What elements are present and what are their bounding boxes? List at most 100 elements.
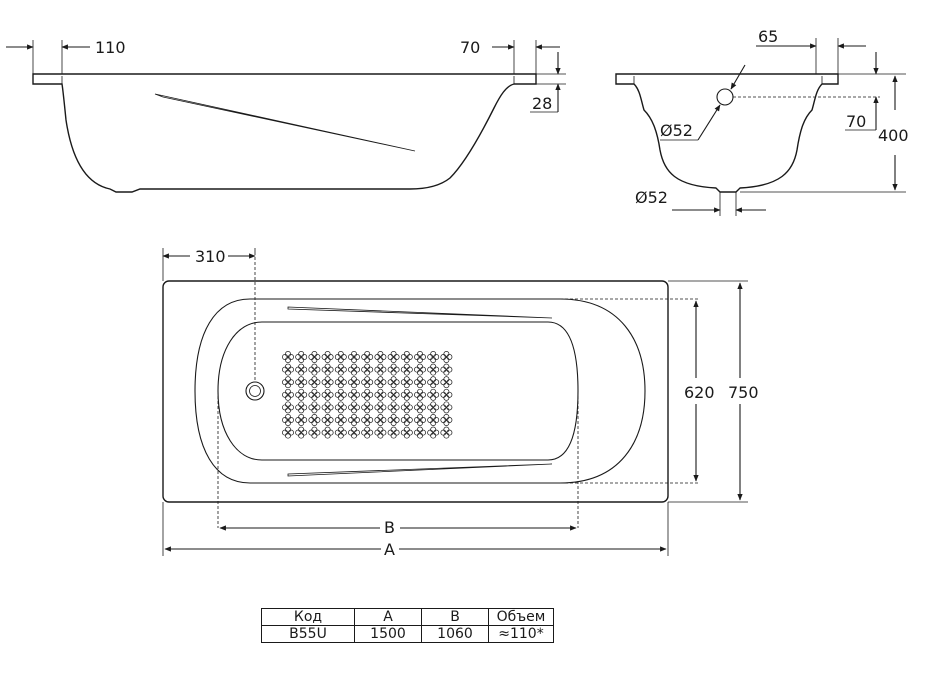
pattern-dot — [311, 369, 318, 376]
pattern-dot — [314, 354, 321, 360]
pattern-dot — [364, 401, 371, 408]
dim-plan-drain-offset: 310 — [195, 247, 226, 266]
pattern-dot — [308, 417, 315, 423]
plan-armrest-bottom — [287, 463, 553, 477]
pattern-dot — [324, 420, 331, 426]
pattern-dot — [337, 407, 344, 414]
pattern-dot — [446, 354, 453, 360]
pattern-dot — [427, 391, 434, 398]
pattern-dot — [311, 363, 318, 370]
pattern-dot — [390, 432, 397, 439]
pattern-dot — [340, 379, 347, 386]
pattern-dot — [364, 420, 371, 426]
pattern-dot — [430, 351, 437, 357]
dim-plan-outer-length: A — [384, 540, 395, 559]
dim-overflow-diameter: Ø52 — [660, 121, 693, 140]
pattern-dot — [301, 429, 308, 436]
pattern-dot — [314, 379, 321, 386]
pattern-dot — [282, 391, 288, 398]
pattern-dot — [301, 391, 308, 398]
pattern-dot — [354, 429, 360, 436]
pattern-dot — [440, 417, 447, 423]
pattern-dot — [321, 391, 328, 398]
pattern-dot — [327, 379, 334, 386]
pattern-dot — [311, 376, 318, 383]
pattern-dot — [406, 429, 413, 436]
pattern-dot — [334, 429, 341, 436]
pattern-dot — [443, 351, 450, 357]
spec-cell-b: 1060 — [421, 625, 489, 643]
pattern-dot — [351, 394, 357, 401]
pattern-dot — [311, 401, 318, 408]
pattern-dot — [340, 417, 347, 423]
pattern-dot — [374, 429, 381, 436]
pattern-dot — [282, 379, 288, 386]
pattern-dot — [400, 391, 407, 398]
pattern-dot — [377, 394, 384, 401]
pattern-dot — [285, 401, 291, 408]
pattern-dot — [443, 363, 450, 370]
pattern-dot — [324, 432, 331, 439]
pattern-dot — [334, 354, 341, 360]
pattern-dot — [321, 429, 328, 436]
pattern-dot — [430, 432, 437, 439]
pattern-dot — [430, 376, 437, 383]
pattern-dot — [443, 426, 450, 433]
pattern-dot — [443, 414, 450, 420]
pattern-dot — [351, 401, 357, 408]
pattern-dot — [351, 432, 357, 439]
pattern-dot — [377, 420, 384, 426]
pattern-dot — [351, 357, 357, 363]
pattern-dot — [440, 429, 447, 436]
pattern-dot — [387, 366, 394, 373]
pattern-dot — [390, 376, 397, 383]
pattern-dot — [361, 417, 368, 423]
pattern-dot — [314, 429, 321, 436]
pattern-dot — [417, 394, 423, 401]
pattern-dot — [430, 388, 437, 395]
pattern-dot — [327, 417, 334, 423]
pattern-dot — [298, 351, 305, 357]
pattern-dot — [417, 401, 423, 408]
pattern-dot — [420, 391, 426, 398]
pattern-dot — [321, 417, 328, 423]
pattern-dot — [324, 376, 331, 383]
pattern-dot — [430, 414, 437, 420]
pattern-dot — [387, 391, 394, 398]
dim-end-total-height: 400 — [878, 126, 909, 145]
pattern-dot — [427, 404, 434, 411]
pattern-dot — [417, 351, 423, 357]
pattern-dot — [301, 366, 308, 373]
pattern-dot — [351, 426, 357, 433]
dim-end-rim-width: 65 — [758, 27, 778, 46]
pattern-dot — [334, 366, 341, 373]
pattern-dot — [443, 432, 450, 439]
pattern-dot — [440, 354, 447, 360]
pattern-dot — [285, 420, 291, 426]
pattern-dot — [403, 382, 410, 389]
pattern-dot — [321, 404, 328, 411]
spec-cell-code: B55U — [261, 625, 355, 643]
side-view: 110 70 28 — [6, 38, 566, 193]
pattern-dot — [324, 414, 331, 420]
pattern-dot — [337, 369, 344, 376]
pattern-dot — [324, 401, 331, 408]
pattern-dot — [377, 401, 384, 408]
pattern-dot — [364, 414, 371, 420]
pattern-dot — [361, 366, 368, 373]
pattern-dot — [364, 369, 371, 376]
pattern-dot — [417, 376, 423, 383]
pattern-dot — [387, 379, 394, 386]
pattern-dot — [308, 354, 315, 360]
pattern-dot — [361, 391, 368, 398]
pattern-dot — [393, 429, 400, 436]
anti-slip-pattern — [282, 351, 453, 439]
pattern-dot — [443, 407, 450, 414]
pattern-dot — [380, 354, 387, 360]
pattern-dot — [400, 429, 407, 436]
pattern-dot — [374, 379, 381, 386]
pattern-dot — [364, 394, 371, 401]
pattern-dot — [324, 394, 331, 401]
pattern-dot — [327, 366, 334, 373]
pattern-dot — [403, 363, 410, 370]
